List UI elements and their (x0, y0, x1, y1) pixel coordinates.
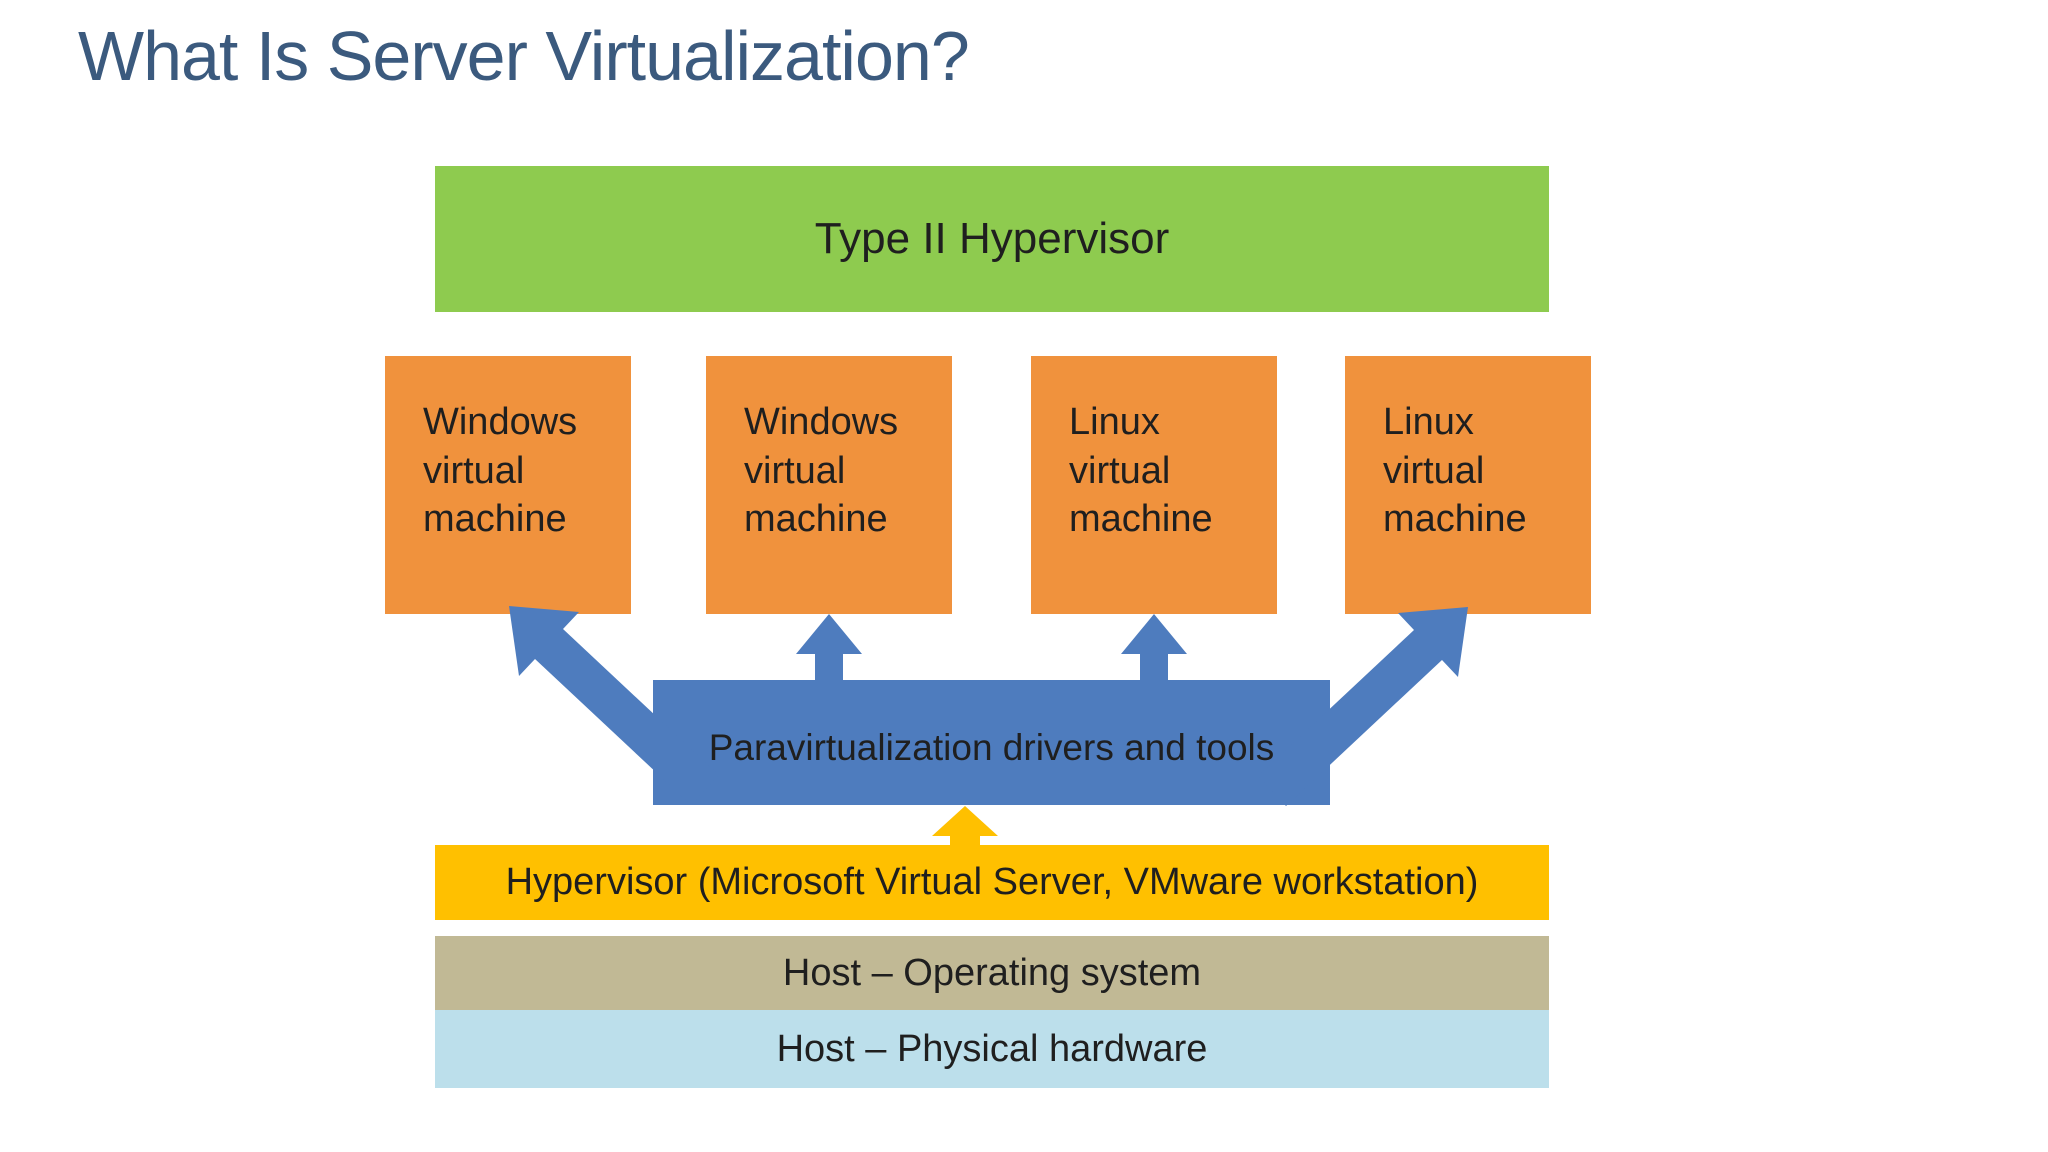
type2-hypervisor-label: Type II Hypervisor (814, 214, 1170, 263)
host-os-bar: Host – Operating system (435, 936, 1549, 1010)
vm-box-linux-1: Linux virtual machine (1031, 356, 1277, 614)
hypervisor-bar-label: Hypervisor (Microsoft Virtual Server, VM… (505, 861, 1479, 903)
hypervisor-to-paravirt-arrow-icon (932, 806, 998, 848)
paravirtualization-box: Paravirtualization drivers and tools (653, 680, 1330, 805)
vm-box-linux-2-label: Linux virtual machine (1383, 401, 1527, 541)
vm-box-linux-2: Linux virtual machine (1345, 356, 1591, 614)
host-os-bar-label: Host – Operating system (782, 951, 1202, 994)
type2-hypervisor-box: Type II Hypervisor (435, 166, 1549, 312)
hypervisor-bar: Hypervisor (Microsoft Virtual Server, VM… (435, 845, 1549, 920)
vm-box-windows-1-label: Windows virtual machine (423, 401, 578, 541)
vm-box-windows-1: Windows virtual machine (385, 356, 631, 614)
vm-box-windows-2-label: Windows virtual machine (744, 401, 899, 541)
page-title: What Is Server Virtualization? (78, 17, 970, 95)
host-hardware-bar: Host – Physical hardware (435, 1010, 1549, 1088)
vm-box-linux-1-label: Linux virtual machine (1069, 401, 1213, 541)
vm-box-windows-2: Windows virtual machine (706, 356, 952, 614)
paravirtualization-label: Paravirtualization drivers and tools (708, 726, 1275, 768)
host-hardware-bar-label: Host – Physical hardware (776, 1027, 1208, 1070)
